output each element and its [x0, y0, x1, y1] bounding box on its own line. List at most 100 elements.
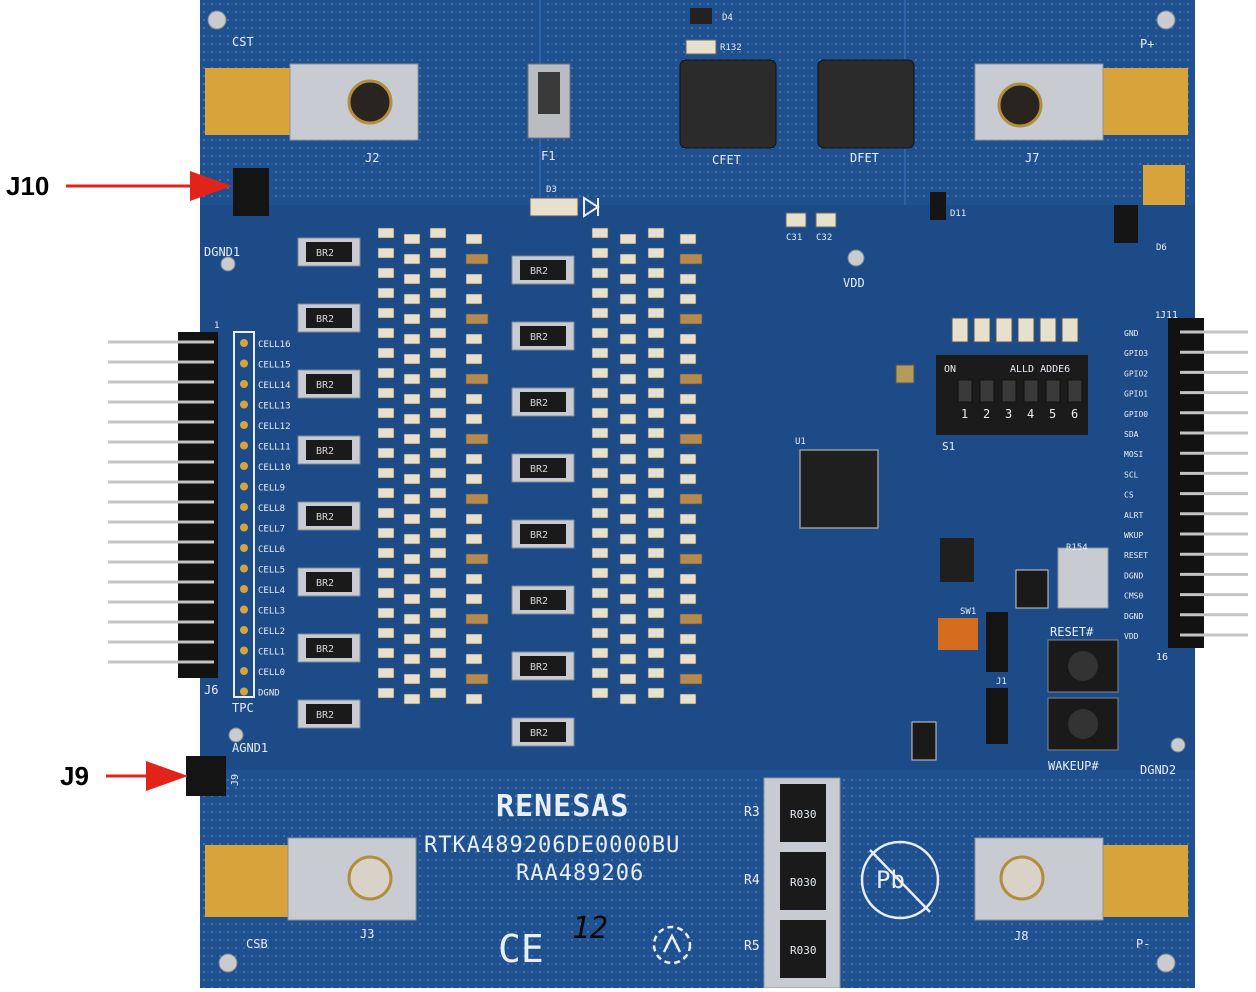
smd-part: [377, 547, 395, 559]
smd-component-field: [377, 227, 703, 705]
label-pin-16: 16: [1156, 652, 1168, 663]
smd-part: [465, 533, 483, 545]
smd-part: [647, 407, 665, 419]
smd-part: [465, 333, 483, 345]
smd-part: [403, 613, 421, 625]
test-point: [240, 646, 248, 655]
smd-part: [647, 387, 665, 399]
resistor-marking: BR2: [530, 596, 548, 607]
dip-key[interactable]: [979, 379, 995, 403]
smd-part: [377, 407, 395, 419]
resistor-marking: BR2: [530, 266, 548, 277]
smd-part: [377, 647, 395, 659]
header-j6: [108, 332, 218, 678]
smd-part: [679, 533, 697, 545]
test-pad: [951, 317, 969, 343]
smd-part: [465, 413, 483, 425]
smd-part: [377, 607, 395, 619]
smd-part: [403, 513, 421, 525]
smd-part: [591, 407, 609, 419]
dip-key[interactable]: [957, 379, 973, 403]
label-j1: J1: [996, 677, 1007, 687]
label-agnd1: AGND1: [232, 741, 268, 755]
pin-label: GPIO1: [1124, 390, 1148, 399]
dip-key[interactable]: [1001, 379, 1017, 403]
smd-part: [429, 447, 447, 459]
label-j2: J2: [365, 151, 379, 165]
smd-part: [403, 533, 421, 545]
label-vdd: VDD: [843, 276, 865, 290]
label-p-minus: P-: [1136, 937, 1150, 951]
dip-key-number: 4: [1027, 407, 1034, 421]
smd-part: [377, 687, 395, 699]
smd-part: [429, 407, 447, 419]
label-d11: D11: [950, 209, 966, 219]
label-cst: CST: [232, 35, 254, 49]
smd-part: [403, 693, 421, 705]
smd-part: [647, 247, 665, 259]
smd-part: [619, 433, 637, 445]
smd-part: [429, 227, 447, 239]
smd-part: [403, 313, 421, 325]
cell-label: CELL5: [258, 566, 285, 576]
smd-part: [465, 633, 483, 645]
cell-label: CELL4: [258, 586, 285, 596]
smd-part: [679, 313, 703, 325]
pb-logo-text: Pb: [876, 866, 905, 894]
regulator-q: [940, 538, 974, 582]
smd-part: [429, 547, 447, 559]
dip-key[interactable]: [1067, 379, 1083, 403]
smd-part: [591, 387, 609, 399]
smd-part: [465, 593, 483, 605]
cap-c7: [895, 364, 915, 384]
smd-part: [429, 667, 447, 679]
cell-label: CELL3: [258, 607, 285, 617]
smd-part: [591, 307, 609, 319]
smd-part: [647, 507, 665, 519]
pin-label: GPIO3: [1124, 349, 1148, 358]
smd-part: [377, 567, 395, 579]
smd-part: [403, 673, 421, 685]
smd-part: [465, 293, 483, 305]
smd-part: [429, 387, 447, 399]
label-j3: J3: [360, 927, 374, 941]
test-point: [240, 523, 248, 532]
smd-part: [619, 353, 637, 365]
smd-part: [679, 393, 697, 405]
resistor-marking: BR2: [530, 464, 548, 475]
test-pad: [1061, 317, 1079, 343]
resistor-marking: BR2: [530, 332, 548, 343]
header-j11: [1168, 318, 1248, 648]
smd-part: [619, 373, 637, 385]
test-point: [240, 462, 248, 470]
smd-part: [591, 227, 609, 239]
smd-part: [591, 527, 609, 539]
label-d3: D3: [546, 185, 557, 195]
diode-d9: [1114, 205, 1138, 243]
test-point: [240, 605, 248, 614]
smd-part: [465, 613, 489, 625]
test-point: [240, 667, 248, 675]
smd-part: [403, 573, 421, 585]
resistor-marking: BR2: [530, 530, 548, 541]
pin-label: ALRT: [1124, 511, 1143, 520]
smd-part: [647, 227, 665, 239]
diode-d4: [690, 8, 712, 24]
smd-part: [465, 553, 489, 565]
button-reset-cap[interactable]: [1068, 651, 1098, 681]
smd-part: [647, 267, 665, 279]
label-r4: R4: [744, 873, 760, 888]
button-wakeup-cap[interactable]: [1068, 709, 1098, 739]
smd-part: [619, 633, 637, 645]
diode-d3: [529, 197, 579, 217]
sense-resistor-marking-r3: R030: [790, 808, 817, 821]
dip-key[interactable]: [1023, 379, 1039, 403]
label-tpc: TPC: [232, 701, 254, 715]
smd-part: [403, 273, 421, 285]
brand-logo: RENESAS: [496, 789, 629, 824]
smd-part: [591, 367, 609, 379]
smd-part: [647, 587, 665, 599]
smd-part: [429, 567, 447, 579]
dip-key[interactable]: [1045, 379, 1061, 403]
smd-part: [591, 647, 609, 659]
